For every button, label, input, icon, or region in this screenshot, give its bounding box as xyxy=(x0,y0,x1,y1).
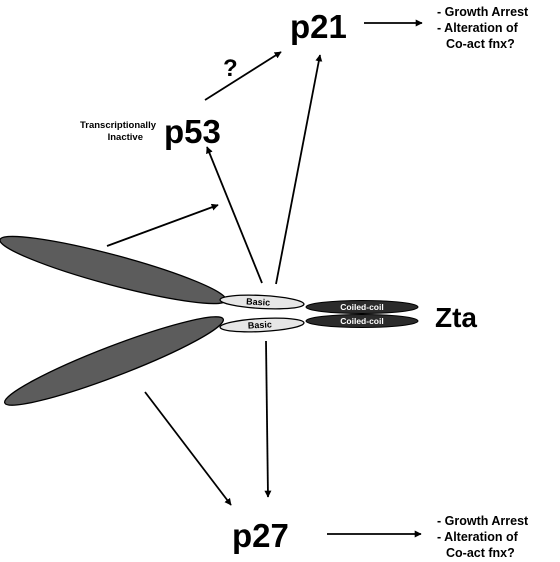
p27-label: p27 xyxy=(232,517,289,554)
zta-label: Zta xyxy=(435,302,477,333)
upper-basic-region xyxy=(219,294,305,310)
upper-coiled-coil-label: Coiled-coil xyxy=(340,302,383,312)
p21-label: p21 xyxy=(290,8,347,45)
p21-outcome-coact: Co-act fnx? xyxy=(446,37,515,51)
lower-basic-region xyxy=(219,317,305,333)
p27-outcome-coact: Co-act fnx? xyxy=(446,546,515,560)
lower-coiled-coil-label: Coiled-coil xyxy=(340,316,383,326)
upper-basic-label: Basic xyxy=(246,296,271,307)
question-mark: ? xyxy=(223,55,238,82)
arrow-zta-to-p27 xyxy=(264,340,272,498)
zta-dimer: Basic Basic Coiled-coil Coiled-coil xyxy=(0,235,419,406)
arrow-zta-to-p53 xyxy=(206,146,263,284)
arrow-activation-domain-to-p27 xyxy=(144,391,232,506)
p21-outcome-growth-arrest: - Growth Arrest xyxy=(437,5,529,19)
p21-outcome-alteration: - Alteration of xyxy=(437,21,519,35)
upper-coiled-coil xyxy=(305,300,419,314)
p53-label: p53 xyxy=(164,113,221,150)
transcriptionally-label: Transcriptionally xyxy=(80,120,157,131)
lower-activation-domain xyxy=(3,316,225,406)
arrow-activation-domain-to-p53 xyxy=(106,203,219,247)
lower-coiled-coil xyxy=(305,314,419,328)
p27-outcome-growth-arrest: - Growth Arrest xyxy=(437,514,529,528)
arrow-p53-to-p21 xyxy=(204,51,282,101)
inactive-label: Inactive xyxy=(108,132,143,143)
upper-activation-domain xyxy=(0,235,227,305)
interaction-arrows xyxy=(106,19,423,538)
p21-outcomes: - Growth Arrest - Alteration of Co-act f… xyxy=(437,5,529,51)
arrow-zta-to-p21 xyxy=(275,54,323,285)
p27-outcome-alteration: - Alteration of xyxy=(437,530,519,544)
lower-basic-label: Basic xyxy=(248,319,273,330)
p27-outcomes: - Growth Arrest - Alteration of Co-act f… xyxy=(437,514,529,560)
